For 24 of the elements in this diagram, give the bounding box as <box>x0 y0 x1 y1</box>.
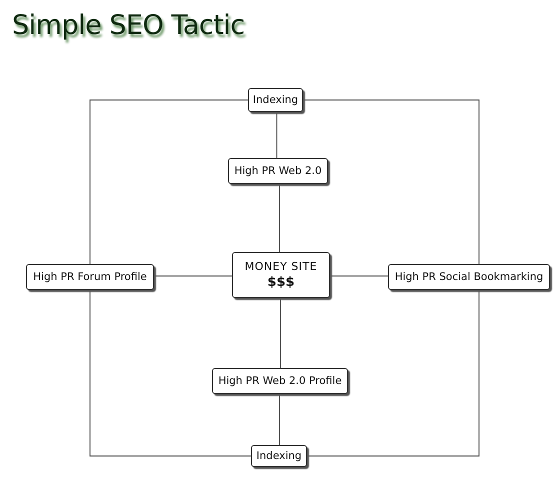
process-box <box>26 264 154 290</box>
connector-line <box>276 112 278 158</box>
node-subtext: $$$ <box>267 275 295 290</box>
node-label: Indexing <box>256 450 302 462</box>
node-label: High PR Web 2.0 <box>234 165 322 177</box>
connector-line <box>280 298 281 368</box>
connector-line <box>279 394 280 446</box>
process-box <box>212 368 348 394</box>
process-box <box>248 88 303 112</box>
process-box <box>251 445 307 467</box>
main-box <box>232 252 330 298</box>
node-label: MONEY SITE <box>244 260 318 273</box>
process-box <box>388 264 550 290</box>
node-label: High PR Web 2.0 Profile <box>218 375 342 387</box>
node-label: High PR Forum Profile <box>33 271 147 283</box>
connector-line <box>302 100 480 264</box>
connector-line <box>306 290 480 456</box>
connector-line <box>90 290 252 456</box>
node-label: Indexing <box>252 94 298 106</box>
connector-line <box>279 184 280 252</box>
connector-line <box>90 100 248 264</box>
title: Simple SEO Tactic <box>12 10 245 41</box>
node-label: High PR Social Bookmarking <box>394 271 544 283</box>
process-box <box>228 158 328 184</box>
